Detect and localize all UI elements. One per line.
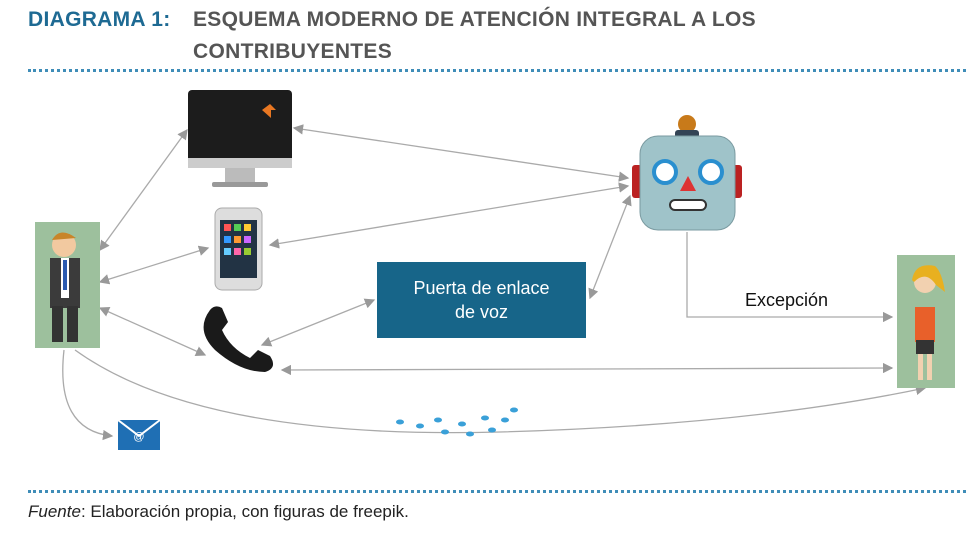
source-note: Fuente: Elaboración propia, con figuras …	[28, 502, 409, 522]
source-text: : Elaboración propia, con figuras de fre…	[80, 502, 409, 521]
customer-man-figure	[35, 222, 100, 348]
top-divider	[28, 69, 966, 72]
agent-woman-figure	[897, 255, 955, 388]
connectors	[62, 124, 927, 441]
footprints-icon	[396, 407, 518, 437]
bottom-divider	[28, 490, 966, 493]
telephone-handset-icon	[203, 306, 274, 372]
source-label: Fuente	[28, 502, 81, 521]
voice-gateway-label: Puerta de enlace de voz	[413, 278, 550, 322]
email-icon: @	[117, 419, 161, 450]
svg-text:@: @	[133, 431, 144, 443]
diagram-title-line1: ESQUEMA MODERNO DE ATENCIÓN INTEGRAL A L…	[193, 8, 756, 31]
monitor-icon	[188, 90, 292, 187]
smartphone-icon	[214, 207, 263, 291]
diagram-number: DIAGRAMA 1:	[28, 8, 171, 31]
diagram-title-line2: CONTRIBUYENTES	[193, 40, 393, 63]
voice-gateway-box: Puerta de enlace de voz	[377, 262, 586, 338]
exception-label: Excepción	[745, 290, 829, 310]
robot-icon	[632, 115, 742, 231]
